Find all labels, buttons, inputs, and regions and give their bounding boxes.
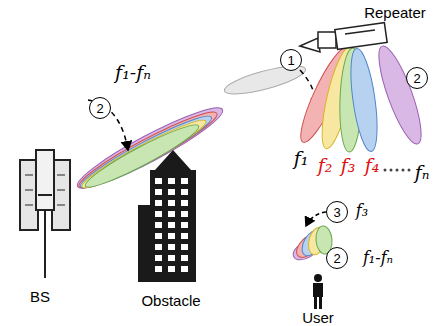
callout-number: 3 — [326, 201, 348, 223]
callout-number: 2 — [326, 247, 348, 269]
frequency-label: f₁-fₙ — [115, 63, 151, 82]
callout-number: 2 — [89, 97, 111, 119]
part-name: User — [302, 309, 334, 324]
frequency-label: f₂ — [318, 156, 333, 175]
frequency-label: f₁-fₙ — [363, 250, 393, 266]
repeater-device — [300, 23, 387, 52]
steer-arrow — [306, 212, 326, 226]
obstacle-building — [138, 150, 196, 282]
frequency-label: f₃ — [356, 203, 368, 219]
callout-number: 2 — [406, 67, 428, 89]
frequency-label: fₙ — [415, 163, 430, 182]
callout-number: 1 — [280, 49, 302, 71]
repeater-beams — [293, 42, 429, 153]
ellipsis-dots — [384, 169, 411, 172]
frequency-label: f₄ — [365, 156, 380, 175]
user-person — [313, 274, 323, 309]
frequency-label: f₃ — [341, 156, 356, 175]
part-name: BS — [30, 289, 50, 304]
part-name: Repeater — [364, 5, 426, 20]
frequency-label: f₁ — [294, 149, 309, 168]
part-name: Obstacle — [141, 293, 200, 308]
base-station — [20, 150, 70, 278]
